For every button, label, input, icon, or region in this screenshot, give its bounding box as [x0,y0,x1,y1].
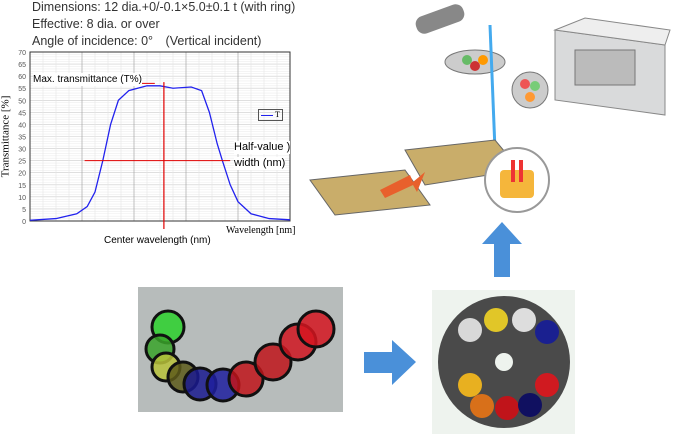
filter-disk-photo [432,290,575,434]
plate-reader-illustration [309,4,671,216]
center-wavelength-label: Center wavelength (nm) [104,235,211,246]
y-tick-label: 65 [18,62,26,69]
legend-label: T [275,110,280,119]
right-arrow [364,340,416,385]
y-axis-label: Transmittance [%] [0,95,12,178]
half-value-label-2: width (nm) [234,157,286,170]
series-line-T [29,85,291,221]
transmittance-chart: 0 5 10 15 20 25 30 35 40 45 50 55 60 65 70 [18,50,291,229]
filter-wheel-2 [511,71,549,109]
y-tick-label: 60 [18,74,26,81]
y-tick-label: 50 [18,98,26,105]
plot-border [29,51,291,222]
color-filters-photo [138,287,343,412]
y-tick-label: 10 [18,195,26,202]
y-tick-label: 45 [18,110,26,117]
y-tick-label: 20 [18,171,26,178]
y-tick-label: 5 [22,207,26,214]
half-value-label: Half-value ) [234,141,291,154]
spec-dimensions: Dimensions: 12 dia.+0/-0.1×5.0±0.1 t (wi… [32,0,296,14]
microplate-front [309,169,431,216]
y-tick-label: 0 [22,219,26,226]
y-tick-label: 55 [18,86,26,93]
x-axis-label: Wavelength [nm] [226,225,296,236]
max-transmittance-label: Max. transmittance (T%) [33,73,142,86]
legend: T [258,109,283,121]
y-tick-label: 15 [18,183,26,190]
orange-arrow [380,172,425,198]
spec-angle: Angle of incidence: 0° (Vertical inciden… [32,34,262,48]
y-tick-label: 25 [18,159,26,166]
y-tick-label: 35 [18,135,26,142]
detector-cylinder [415,4,465,34]
light-source-box [553,17,671,116]
y-tick-label: 40 [18,122,26,129]
light-beam [488,24,497,151]
y-tick-label: 70 [18,50,26,57]
legend-swatch [261,114,273,116]
up-arrow [482,222,522,277]
spec-effective: Effective: 8 dia. or over [32,17,160,31]
y-tick-label: 30 [18,147,26,154]
